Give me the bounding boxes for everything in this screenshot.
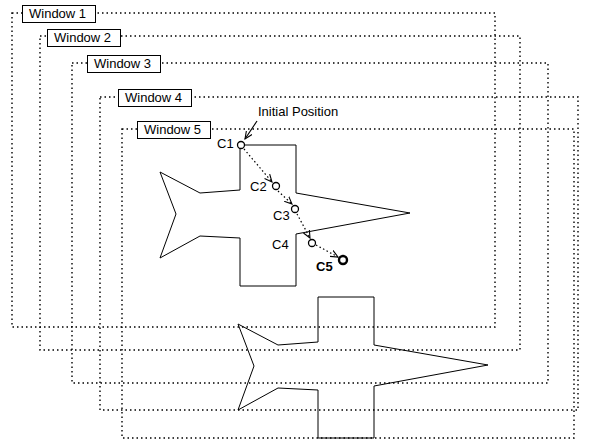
window-label: Window 2 — [48, 31, 120, 45]
window-label-box: Window 5 — [137, 121, 211, 139]
leader-arrow — [245, 121, 257, 139]
window-label-box: Window 4 — [118, 89, 192, 107]
point-label: C4 — [272, 238, 289, 252]
window-label-box: Window 2 — [47, 29, 121, 47]
window-label: Window 4 — [119, 91, 191, 105]
point-label: C3 — [273, 209, 290, 223]
annotation-label: Initial Position — [258, 105, 338, 119]
window-label-box: Window 1 — [22, 5, 96, 23]
window-frame — [100, 97, 578, 410]
track-arrow — [297, 214, 310, 238]
point-label: C1 — [217, 137, 234, 151]
window-frame — [12, 13, 495, 327]
track-point — [292, 206, 299, 213]
window-label: Window 3 — [88, 57, 160, 71]
track-arrow — [316, 245, 338, 257]
aircraft-outline — [238, 297, 488, 438]
window-frame — [122, 129, 574, 438]
window-frame — [40, 36, 520, 350]
window-label: Window 5 — [138, 123, 210, 137]
window-label: Window 1 — [23, 7, 95, 21]
window-frame — [72, 63, 548, 383]
aircraft-outline — [160, 145, 410, 286]
track-point — [339, 256, 347, 264]
point-label: C2 — [250, 180, 267, 194]
window-label-box: Window 3 — [87, 55, 161, 73]
track-point — [273, 183, 280, 190]
track-arrows — [244, 121, 338, 257]
track-points — [238, 142, 348, 265]
track-point — [309, 240, 316, 247]
track-point — [238, 142, 245, 149]
window-frames — [12, 13, 578, 438]
point-label: C5 — [316, 260, 333, 274]
aircraft — [160, 145, 488, 438]
track-arrow — [278, 191, 292, 204]
track-arrow — [244, 149, 272, 182]
